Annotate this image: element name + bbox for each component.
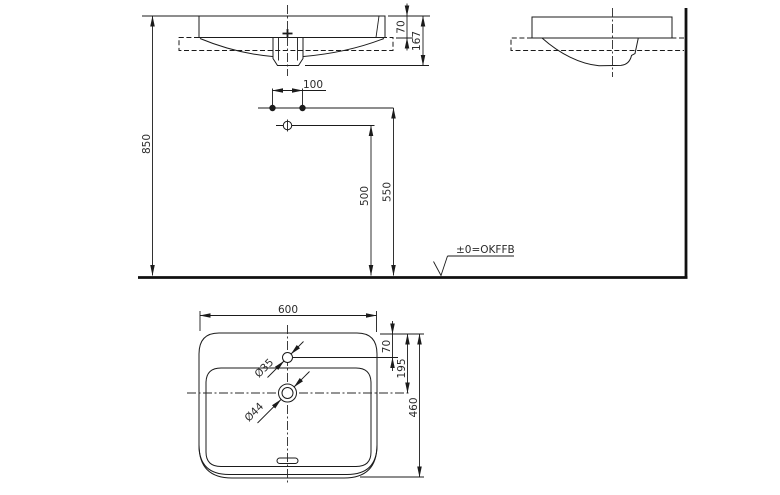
top-view-dims: 600 70 195 460 xyxy=(199,304,424,478)
basin-underside-left xyxy=(199,38,273,57)
floor-wall: ±0=OKFFB xyxy=(138,8,688,279)
fixing-hole-right xyxy=(299,104,306,112)
dim-70t-label: 70 xyxy=(381,340,393,353)
top-view: Ø35 Ø44 xyxy=(187,325,411,483)
dim-70-label: 70 xyxy=(396,20,408,33)
basin-profile-side xyxy=(541,37,639,67)
dim-195-label: 195 xyxy=(396,358,408,378)
front-dims-right: 70 167 xyxy=(305,3,430,66)
dim-500-label: 500 xyxy=(359,186,371,206)
front-view xyxy=(142,5,394,76)
drain-sump xyxy=(272,38,304,66)
basin-underside-right xyxy=(303,38,385,57)
basin-inner-bowl xyxy=(205,367,372,467)
dia-35-leader-upper xyxy=(290,341,304,355)
basin-rim-side xyxy=(531,16,673,39)
rim-edge-line xyxy=(375,15,380,38)
datum-label: ±0=OKFFB xyxy=(456,244,515,256)
dim-460-label: 460 xyxy=(408,397,420,417)
drain-circle-inner xyxy=(281,387,294,399)
dim-850-label: 850 xyxy=(141,134,153,154)
side-view xyxy=(510,8,684,77)
dia-35-leader-lower xyxy=(267,360,285,378)
counter-outline-front xyxy=(178,37,394,51)
basin-outer-rim-bottom xyxy=(198,444,378,479)
datum-marker xyxy=(433,255,448,277)
dim-167-label: 167 xyxy=(411,31,423,51)
tap-hole-circle xyxy=(282,352,293,363)
dim-550-label: 550 xyxy=(382,182,394,202)
counter-outline-side xyxy=(510,37,684,51)
basin-rim-front xyxy=(198,15,386,38)
dia-44-leader-lower xyxy=(257,399,282,424)
dim-600-label: 600 xyxy=(278,304,298,316)
fixing-hole-left xyxy=(269,104,276,112)
dia-44-leader-upper xyxy=(293,371,310,388)
dim-850: 850 xyxy=(141,15,155,276)
mounting-references: 100 500 550 xyxy=(258,79,396,276)
dim-100-label: 100 xyxy=(303,79,323,91)
